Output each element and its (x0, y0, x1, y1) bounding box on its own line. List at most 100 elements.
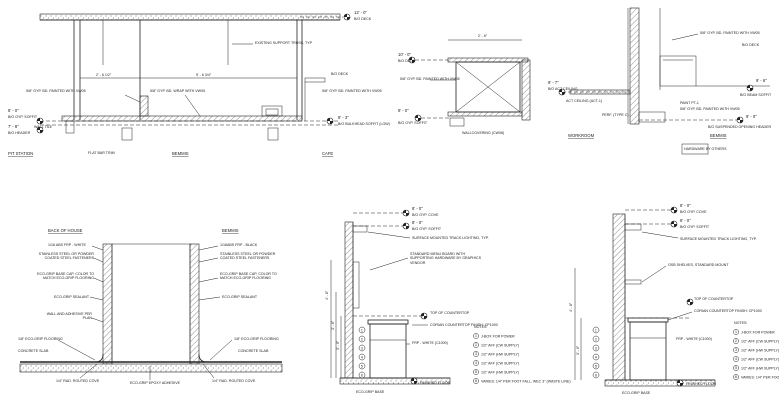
wall-section (344, 221, 354, 379)
dim-top: 2' - 6" (478, 34, 488, 38)
callout-number: 1 (595, 328, 597, 332)
track-label: SURFACE MOUNTED TRACK LIGHTING, TYP. (680, 237, 757, 241)
top-label: TOP OF COUNTERTOP (694, 297, 734, 301)
title-pit-station: PIT STATION (8, 151, 33, 156)
slab-right-label: CONCRETE SLAB (238, 349, 269, 353)
elev-left-label: 8' - 0" (8, 108, 19, 113)
dim-v2: 4' - 8" (569, 302, 573, 312)
note-number: 5 (475, 370, 477, 374)
datum-marker (343, 13, 351, 21)
elev-left-sub: B/O ACT CEILING (548, 87, 578, 91)
note-text: 1/2" AFF (HW SUPPLY) (481, 352, 519, 356)
note-bubble (473, 360, 479, 366)
e1: 8' - 0" (412, 206, 423, 211)
wall-tile-label: WALL TILE (34, 125, 53, 129)
wall-label: WALL AND ADHESIVE PER PLAN (46, 312, 92, 321)
dim-a: 2' - 6 1/2" (96, 73, 112, 77)
gwb-label: 5/8" GYP. BD. PAINTED WITH VW05 (400, 77, 460, 81)
frp-label: FRP - WHITE (C1000) (676, 337, 712, 341)
frp-label: 1/16 ABS FRP - WHITE (48, 243, 86, 247)
floor-label: FINISHED FLOOR (686, 382, 717, 386)
note-number: 2 (475, 343, 477, 347)
callout-number: 6 (595, 373, 597, 377)
dim-v3: 4' - 8" (325, 290, 329, 300)
e2: 8' - 0" (412, 220, 423, 225)
elev-right-sub: B/O BULKHEAD SOFFIT (LOW) (338, 122, 390, 126)
base-label: ECO-GRIP BASE (356, 390, 385, 394)
callout-bubble (592, 371, 600, 379)
track-label: SURFACE MOUNTED TRACK LIGHTING, TYP. (412, 236, 489, 240)
datum-marker (686, 298, 694, 306)
wall-right-face (189, 243, 200, 365)
cove-left-label: 1/4" RAD. ROUTED COVE (56, 379, 100, 383)
callout-bubble (358, 326, 366, 334)
note-bubble (473, 333, 479, 339)
callout-number: 4 (361, 355, 363, 359)
elev-bot: 9' - 0" (398, 108, 409, 113)
title-bemmis: BEMMIS (172, 151, 189, 156)
note-bubble (733, 329, 739, 335)
counter-cabinet (629, 321, 667, 381)
deck-right-label: B/O DECK (331, 72, 349, 76)
callout-bubble (592, 344, 600, 352)
note-text: VARIES: 1/4" PER FOOT FALL, WEC 3" (WAST… (481, 379, 571, 383)
dim-v1: 3' - 0" (336, 340, 340, 350)
shelf-label: OSB SHELVES, STANDARD MOUNT (668, 263, 729, 267)
datum-marker (670, 206, 678, 214)
gwb-right-label: 5/8" GYP. BD. PAINTED WITH VW05 (322, 89, 382, 93)
stamp-label: HARDWARE BY OTHERS (684, 147, 727, 151)
callout-number: 2 (361, 337, 363, 341)
sealant-right-label: ECO-GRIP SEALANT (222, 295, 258, 299)
note-text: 1/2" AFF (CW SUPPLY) (481, 343, 519, 347)
base-label: ECO-GRIP BASE (622, 391, 651, 395)
datum-marker (402, 209, 410, 217)
note-bubble (473, 351, 479, 357)
elev-right: 9' - 6" (756, 78, 767, 83)
elev-left2-sub: B/O HEADER (8, 131, 31, 135)
frp-right-label: 1/16ABS FRP - BLACK (220, 243, 258, 247)
callout-bubble (358, 362, 366, 370)
callout-number: 5 (361, 364, 363, 368)
note-bubble (733, 347, 739, 353)
wallcovering-label: WALLCOVERING (CW06) (462, 131, 504, 135)
callout-number: 5 (595, 364, 597, 368)
e2-sub: B/O GYP. SOFFIT (412, 227, 442, 231)
note-text: 1/2" AFF (CW SUPPLY) (741, 339, 779, 343)
note-text: J-BOX FOR POWER (741, 330, 775, 334)
countertop (367, 319, 409, 325)
callout-bubble (358, 353, 366, 361)
callout-number: 3 (595, 346, 597, 350)
gwb-top-label: 5/8" GYP. BD. PAINTED WITH VW05 (700, 31, 760, 35)
e1-sub: B/O GYP. COVE (680, 210, 707, 214)
note-text: 1/2" AFF (HW SUPPLY) (481, 370, 519, 374)
corian-label: CORIAN COUNTERTOP FINISH: CP1000 (430, 323, 498, 327)
flooring-right-label: 1/8" ECO-GRIP FLOORING (234, 337, 279, 341)
datum-marker (326, 117, 334, 125)
note-number: 4 (735, 357, 737, 361)
datum-marker (410, 377, 418, 385)
detail-2-section: 2' - 6" 10' - 0" B/O DECK 5/8" GYP. BD. … (398, 34, 531, 135)
note-bubble (733, 356, 739, 362)
elev-right-label: 8' - 3" (338, 115, 349, 120)
notes-title: NOTES: (474, 325, 487, 329)
elev-left2-label: 7' - 8" (8, 124, 19, 129)
cove-right-label: 1/4" RAD. ROUTED COVE (212, 379, 256, 383)
callout-bubble (358, 335, 366, 343)
callout-bubble (358, 344, 366, 352)
detail-3-section: 5/8" GYP. BD. PAINTED WITH VW05 B/O DECK… (548, 7, 772, 155)
roof-deck (39, 13, 341, 21)
detail-5-section: 8' - 0" B/O GYP. COVE 8' - 0" B/O GYP. S… (325, 206, 571, 394)
elev-low-sub: B/O SUSPENDED OPENING HEADER (708, 125, 772, 129)
dim-v1: 3' - 0" (576, 345, 580, 355)
note-bubble (733, 365, 739, 371)
note-number: 1 (735, 330, 737, 334)
stamp (681, 143, 709, 155)
hdr-back-of-house: BACK OF HOUSE (48, 228, 83, 233)
title-bemmis-3: BEMMIS (710, 133, 727, 138)
base-right-label: ECO-GRIP BASE CAP, COLOR TO MATCH ECO-GR… (220, 272, 277, 281)
elev-bot-sub: B/O GYP. SOFFIT (398, 121, 428, 125)
wall-left-face (102, 243, 113, 365)
note-number: 1 (475, 334, 477, 338)
